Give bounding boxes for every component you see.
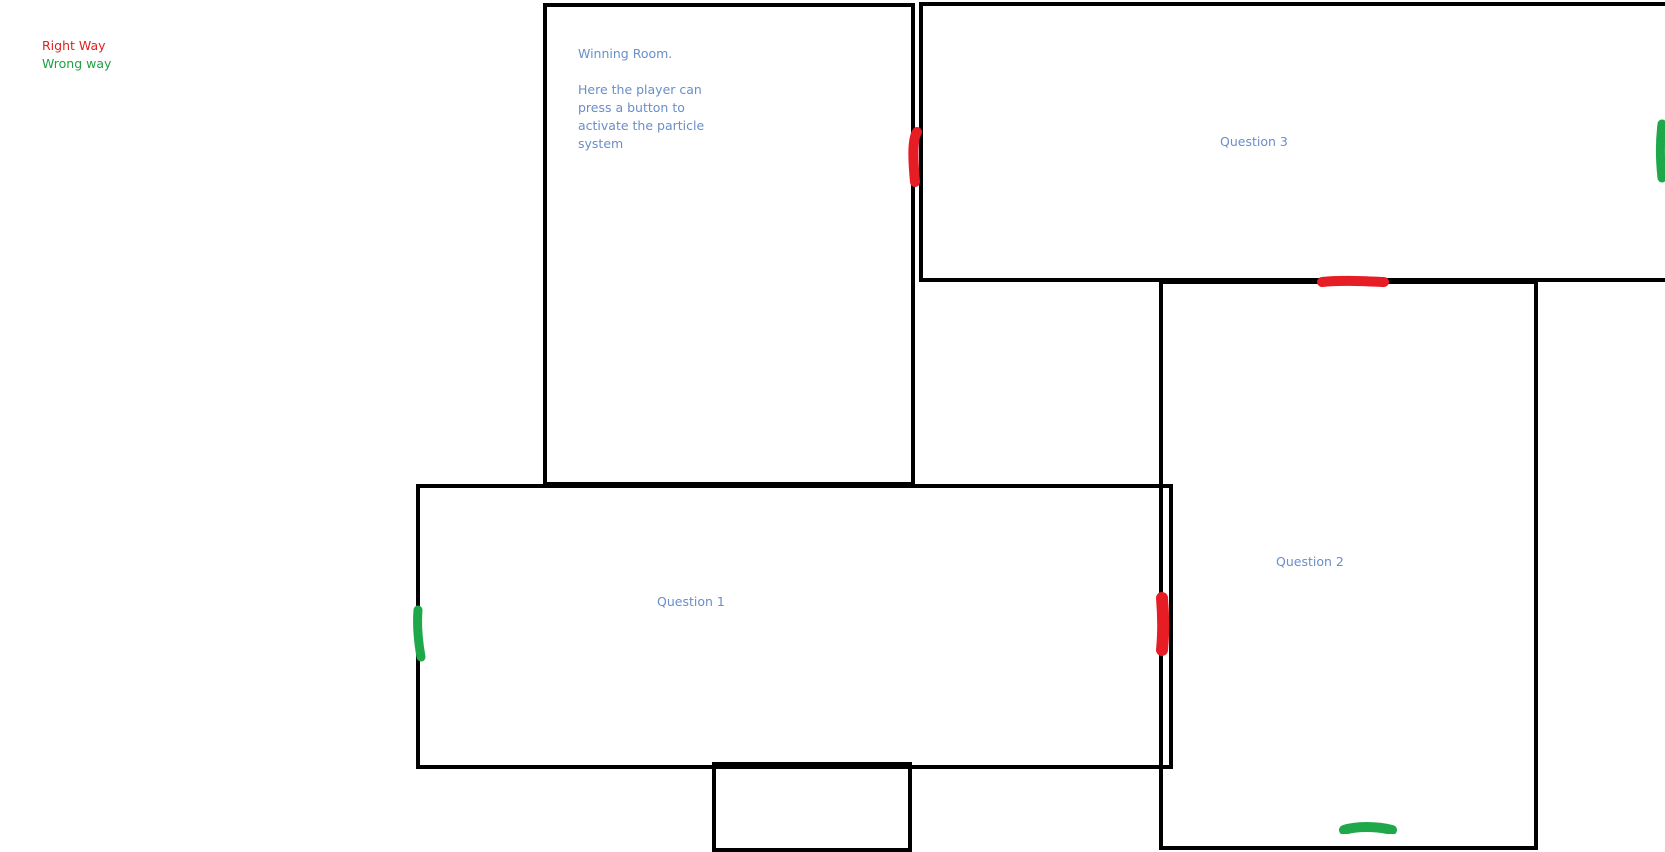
question1-room: [416, 484, 1173, 769]
start-room: [712, 762, 912, 852]
question3-label: Question 3: [1220, 134, 1288, 149]
question3-room: [919, 2, 1665, 282]
winning-room-title: Winning Room.: [578, 46, 673, 61]
legend-wrong-way: Wrong way: [42, 56, 112, 71]
legend-right-way: Right Way: [42, 38, 106, 53]
question1-label: Question 1: [657, 594, 725, 609]
question2-label: Question 2: [1276, 554, 1344, 569]
legend: Right Way Wrong way: [42, 37, 111, 73]
question2-room: [1159, 280, 1538, 850]
winning-room-text: Winning Room. Here the player can press …: [578, 45, 728, 153]
winning-room-description: Here the player can press a button to ac…: [578, 82, 705, 151]
